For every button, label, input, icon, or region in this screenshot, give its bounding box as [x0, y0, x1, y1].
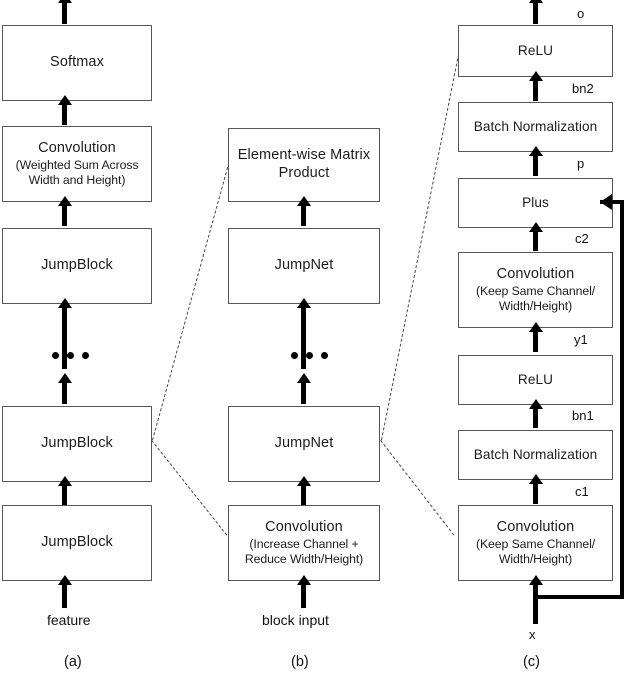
arrow-b-input	[301, 584, 306, 608]
box-relu-1[interactable]: ReLU	[458, 355, 613, 405]
box-conv-2[interactable]: Convolution (Keep Same Channel/ Width/He…	[458, 252, 613, 328]
arrow-b-elemwise-in	[301, 205, 306, 226]
arrow-b-jumpnet2-in	[301, 307, 306, 369]
box-jumpblock-1-title: JumpBlock	[41, 534, 113, 551]
box-batch-normalization-2[interactable]: Batch Normalization	[458, 102, 613, 152]
skip-connection-horizontal-top	[600, 200, 624, 204]
skip-connection-arrowhead	[600, 194, 612, 210]
box-softmax[interactable]: Softmax	[2, 25, 152, 101]
arrow-a-jumpblock2-in	[62, 485, 67, 505]
box-conv-2-sub-1: (Keep Same Channel/	[475, 283, 596, 298]
box-conv-1-title: Convolution	[496, 519, 575, 536]
box-relu-2-title: ReLU	[517, 42, 554, 58]
arrow-b-ellipsis-in	[301, 382, 306, 404]
box-conv-1-sub-2: Width/Height)	[498, 551, 573, 566]
box-conv-2-sub-2: Width/Height)	[498, 298, 573, 313]
arrow-a-jumpblock3-in	[62, 307, 67, 369]
arrow-a-output	[62, 2, 67, 24]
box-conv-weighted-sum[interactable]: Convolution (Weighted Sum Across Width a…	[2, 126, 152, 202]
arrow-c-output	[533, 2, 538, 24]
box-elementwise-title: Element-wise Matrix	[237, 147, 371, 164]
box-elementwise-sub: Product	[278, 165, 330, 181]
box-jumpnet-1[interactable]: JumpNet	[228, 406, 380, 482]
box-plus-title: Plus	[522, 194, 549, 210]
box-conv-increase-channel-sub-1: (Increase Channel +	[249, 536, 359, 551]
box-jumpblock-2[interactable]: JumpBlock	[2, 406, 152, 482]
ellipsis-a	[52, 352, 89, 359]
label-block-input: block input	[262, 612, 329, 628]
box-conv-increase-channel-sub-2: Reduce Width/Height)	[244, 551, 364, 566]
arrow-c-conv2-in	[533, 331, 538, 352]
caption-b: (b)	[291, 654, 309, 670]
box-batch-normalization-1[interactable]: Batch Normalization	[458, 430, 613, 480]
box-conv-weighted-sum-title: Convolution	[38, 140, 116, 157]
box-jumpblock-2-title: JumpBlock	[41, 435, 113, 452]
box-jumpnet-2[interactable]: JumpNet	[228, 228, 380, 304]
caption-c: (c)	[523, 654, 540, 670]
skip-connection-horizontal-bottom	[533, 595, 624, 599]
arrow-c-plus-in	[533, 231, 538, 251]
box-relu-1-title: ReLU	[517, 371, 554, 387]
arrow-a-input	[62, 584, 67, 608]
label-x: x	[529, 627, 536, 642]
arrow-a-conv-in	[62, 205, 67, 226]
box-conv-increase-channel-title: Convolution	[265, 519, 343, 536]
dashed-connector-a-top	[152, 162, 230, 441]
box-jumpblock-3[interactable]: JumpBlock	[2, 228, 152, 304]
arrow-a-softmax-in	[62, 104, 67, 125]
arrow-c-relu1-in	[533, 408, 538, 428]
box-jumpnet-2-title: JumpNet	[274, 257, 334, 274]
arrow-c-bn1-in	[533, 483, 538, 504]
caption-a: (a)	[64, 654, 82, 670]
arrow-c-input	[533, 584, 538, 624]
box-jumpblock-1[interactable]: JumpBlock	[2, 505, 152, 581]
box-conv-1[interactable]: Convolution (Keep Same Channel/ Width/He…	[458, 505, 613, 581]
dashed-connector-b-top	[381, 53, 460, 441]
arrow-b-jumpnet1-in	[301, 485, 306, 505]
box-jumpnet-1-title: JumpNet	[274, 435, 334, 452]
label-feature: feature	[47, 612, 91, 628]
box-batch-normalization-1-title: Batch Normalization	[473, 446, 598, 462]
box-conv-2-title: Convolution	[496, 266, 575, 283]
box-relu-2[interactable]: ReLU	[458, 25, 613, 77]
box-softmax-title: Softmax	[50, 54, 104, 71]
box-conv-increase-channel[interactable]: Convolution (Increase Channel + Reduce W…	[228, 505, 380, 581]
box-jumpblock-3-title: JumpBlock	[41, 257, 113, 274]
dashed-connector-b-bottom	[380, 440, 455, 536]
edge-label-o: o	[577, 6, 585, 21]
box-conv-weighted-sum-sub-2: Width and Height)	[28, 172, 126, 187]
box-batch-normalization-2-title: Batch Normalization	[473, 118, 598, 134]
box-plus[interactable]: Plus	[458, 178, 613, 228]
arrow-c-relu2-in	[533, 80, 538, 101]
edge-label-bn2: bn2	[572, 81, 594, 96]
box-conv-1-sub-1: (Keep Same Channel/	[475, 536, 596, 551]
arrow-a-ellipsis-in	[62, 382, 67, 404]
dashed-connector-a-bottom	[151, 440, 228, 536]
edge-label-y1: y1	[574, 332, 588, 347]
skip-connection-vertical	[620, 202, 624, 599]
ellipsis-b	[291, 352, 328, 359]
edge-label-p: p	[577, 156, 585, 171]
edge-label-bn1: bn1	[572, 408, 594, 423]
edge-label-c2: c2	[575, 231, 589, 246]
box-elementwise-matrix-product[interactable]: Element-wise Matrix Product	[228, 128, 380, 202]
box-conv-weighted-sum-sub-1: (Weighted Sum Across	[15, 157, 139, 172]
edge-label-c1: c1	[575, 484, 589, 499]
arrow-c-bn2-in	[533, 155, 538, 176]
